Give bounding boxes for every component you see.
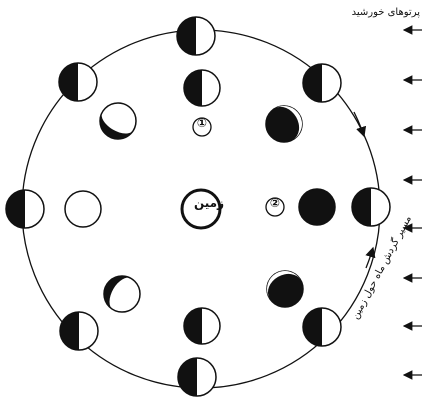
phase-waxing-gibbous bbox=[93, 103, 136, 146]
position-1-label: ① bbox=[191, 116, 213, 130]
phase-first-quarter bbox=[184, 70, 220, 106]
position-2-label: ② bbox=[264, 196, 286, 210]
sun-rays-label: پرتوهای خورشید bbox=[352, 7, 420, 18]
orbit-moon-top-left bbox=[59, 63, 97, 101]
phase-waxing-crescent bbox=[266, 99, 309, 142]
phase-waning-crescent bbox=[260, 264, 303, 307]
orbit-moon-top-right bbox=[303, 64, 341, 102]
earth-label: زمین bbox=[184, 196, 234, 210]
orbit-direction-arrow bbox=[354, 112, 364, 136]
sun-ray-arrows bbox=[404, 30, 422, 375]
orbit-moon-top bbox=[177, 17, 215, 55]
orbit-moon-bottom-right bbox=[303, 308, 341, 346]
phase-last-quarter bbox=[184, 308, 220, 344]
phase-full-moon bbox=[65, 191, 101, 227]
orbit-moon-left bbox=[6, 190, 44, 228]
orbit-moon-right bbox=[352, 188, 390, 226]
orbit-moon-bottom bbox=[178, 358, 216, 396]
phase-new-moon bbox=[299, 189, 335, 225]
phase-waning-gibbous bbox=[97, 269, 140, 312]
orbit-direction-arrow bbox=[366, 248, 373, 268]
orbit-moon-bottom-left bbox=[60, 312, 98, 350]
